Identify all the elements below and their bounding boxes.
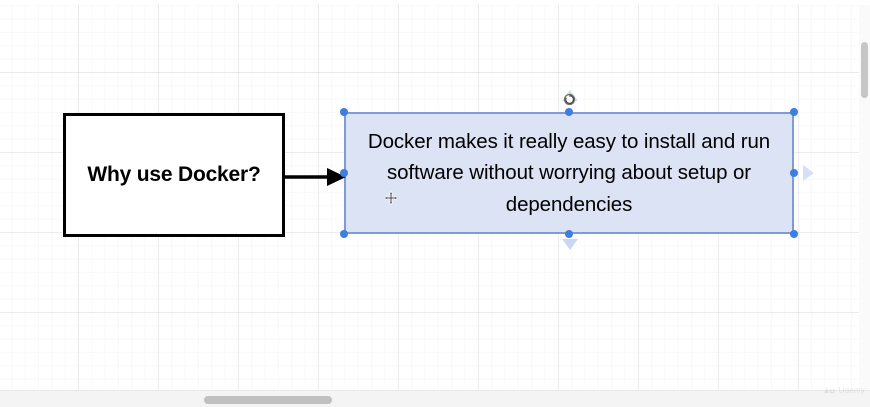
node-why-use-docker[interactable]: Why use Docker? [63,113,285,237]
triangle-right-icon[interactable] [803,165,814,181]
handle-top-right[interactable] [790,108,798,116]
node-docker-description[interactable]: Docker makes it really easy to install a… [344,112,794,234]
handle-middle-right[interactable] [790,169,798,177]
canvas-top-edge [0,0,870,5]
node-why-use-docker-label: Why use Docker? [87,163,261,187]
connector-arrow-icon [283,168,346,186]
move-cursor-icon [383,190,399,206]
handle-top-center[interactable] [565,108,573,116]
vertical-scrollbar-thumb[interactable] [861,42,868,98]
connector-question-to-answer[interactable] [283,165,347,189]
rotate-icon [563,93,575,105]
handle-middle-left[interactable] [340,169,348,177]
rotate-handle[interactable] [563,93,576,106]
horizontal-scrollbar-thumb[interactable] [204,396,332,404]
node-docker-description-label: Docker makes it really easy to install a… [367,130,771,216]
handle-top-left[interactable] [340,108,348,116]
triangle-down-icon[interactable] [562,239,578,250]
handle-bottom-left[interactable] [340,230,348,238]
horizontal-scrollbar-track[interactable] [0,390,870,407]
handle-bottom-center[interactable] [565,230,573,238]
vertical-scrollbar-track[interactable] [859,5,870,390]
handle-bottom-right[interactable] [790,230,798,238]
